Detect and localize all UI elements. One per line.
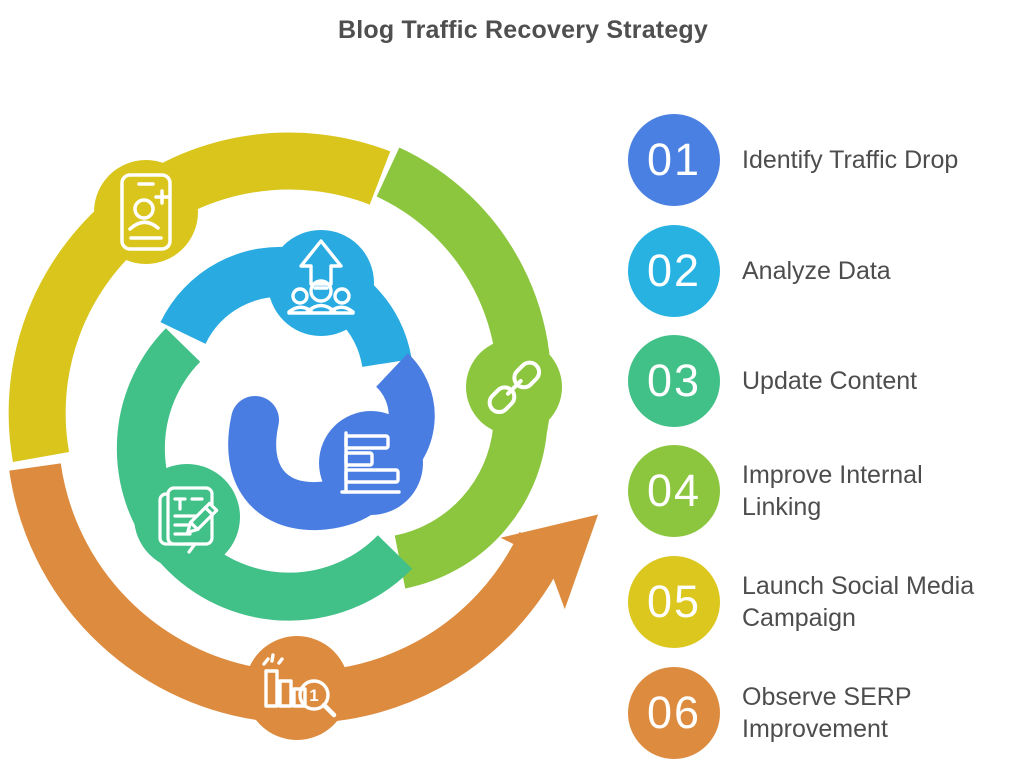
step-4-number: 04 [646, 465, 702, 516]
step-6-number: 06 [646, 687, 702, 738]
step-2-badge: 02 [628, 225, 720, 317]
step-1-badge: 01 [628, 114, 720, 206]
page-title: Blog Traffic Recovery Strategy [337, 16, 709, 44]
step-3-number: 03 [646, 355, 702, 406]
serp-rank-number: 1 [309, 686, 318, 705]
link-icon [487, 360, 542, 415]
audience-growth-icon [287, 239, 355, 315]
step-row-5: 05 Launch Social Media Campaign [628, 556, 1002, 648]
step-6-badge: 06 [628, 667, 720, 759]
step-row-6: 06 Observe SERP Improvement [628, 667, 1002, 759]
pencil-icon [186, 501, 219, 534]
arrowhead-icon [500, 514, 599, 610]
bubble-social [94, 160, 198, 264]
step-5-badge: 05 [628, 556, 720, 648]
step-row-1: 01 Identify Traffic Drop [628, 114, 1002, 206]
step-1-number: 01 [646, 134, 702, 185]
step-row-3: 03 Update Content [628, 335, 1002, 427]
add-follower-phone-icon [120, 173, 172, 251]
step-2-number: 02 [646, 245, 702, 296]
step-4-badge: 04 [628, 445, 720, 537]
step-row-4: 04 Improve Internal Linking [628, 445, 1002, 537]
step-1-label: Identify Traffic Drop [742, 146, 959, 174]
step-row-2: 02 Analyze Data [628, 225, 1002, 317]
step-5-label: Launch Social Media Campaign [742, 572, 975, 632]
serp-ranking-search-icon: 1 [262, 653, 337, 718]
step-2-label: Analyze Data [742, 257, 891, 285]
step-6-label: Observe SERP Improvement [742, 683, 912, 743]
edit-content-icon [158, 486, 219, 554]
step-3-badge: 03 [628, 335, 720, 427]
step-5-number: 05 [646, 576, 702, 627]
bar-chart-icon [340, 431, 401, 494]
step-3-label: Update Content [742, 367, 918, 395]
step-4-label: Improve Internal Linking [742, 461, 923, 521]
